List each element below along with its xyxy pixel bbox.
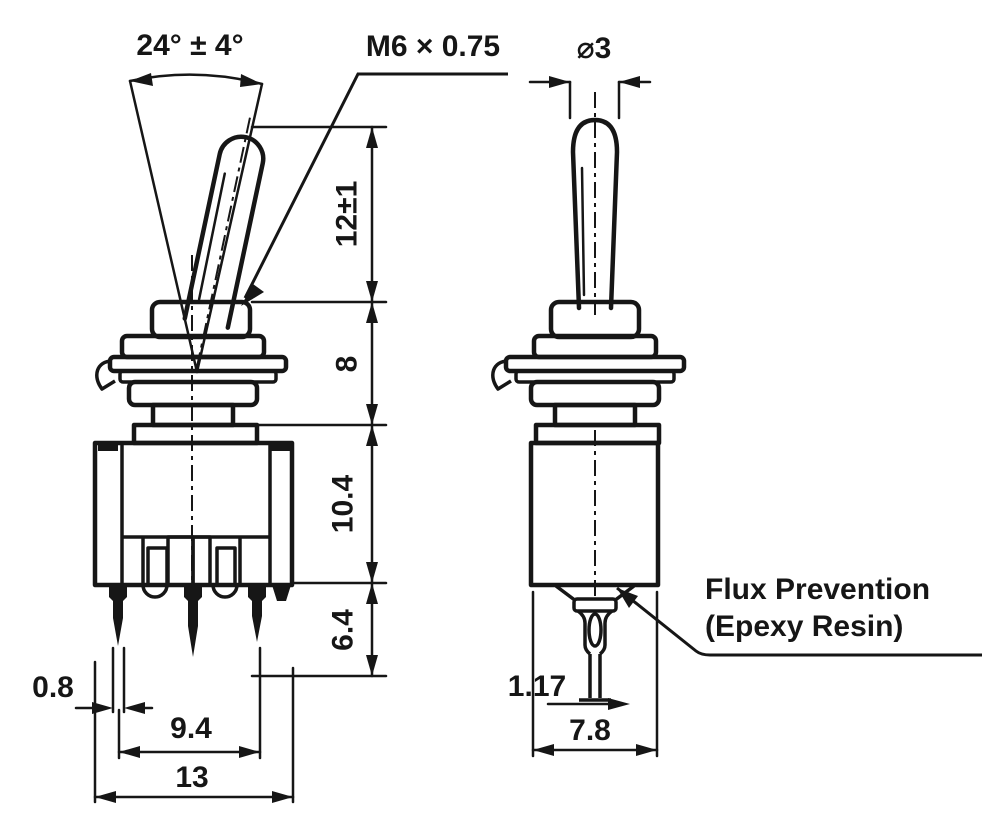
dim-body-depth: 7.8 <box>569 714 611 747</box>
lever-inner-line <box>197 172 227 301</box>
flux-leader-line <box>616 586 982 657</box>
thread-label: M6 × 0.75 <box>366 30 500 63</box>
lever-diameter-dimension: ⌀3 <box>528 32 652 120</box>
terminal-shoulder <box>572 597 618 613</box>
lever-front <box>182 117 266 373</box>
front-view: 24° ± 4° M6 × 0.75 <box>32 29 508 804</box>
dim-pin-thickness: 0.8 <box>32 671 74 704</box>
terminal-pin-side <box>588 654 602 698</box>
thread-callout: M6 × 0.75 <box>241 30 508 306</box>
thread-leader-line <box>243 72 508 299</box>
lever-inner-line-side <box>580 166 586 297</box>
angle-dimension: 24° ± 4° <box>128 29 264 374</box>
terminal-lug <box>576 609 614 656</box>
side-view: ⌀3 <box>491 32 982 758</box>
dim-body-height: 10.4 <box>327 474 360 533</box>
panel-nut-side <box>528 379 662 408</box>
angle-line-right <box>195 82 264 374</box>
dim-body-width: 13 <box>175 761 208 794</box>
washer-tab <box>95 359 116 391</box>
washer-side <box>503 354 687 374</box>
flux-note-line1: Flux Prevention <box>705 573 930 606</box>
standoff-right <box>211 584 239 599</box>
angle-arrow-left <box>130 73 153 86</box>
bushing-stack-side <box>491 299 687 446</box>
flux-note-line2: (Epexy Resin) <box>705 610 903 643</box>
dim-lever-length: 12±1 <box>331 181 364 248</box>
contact-block-4 <box>215 546 237 587</box>
contact-block-3 <box>191 535 212 587</box>
hex-nut <box>149 299 253 340</box>
pin-right <box>248 585 266 642</box>
dim-lever-diameter: ⌀3 <box>577 32 612 65</box>
vertical-dimension-chain: 12±1 8 10.4 6.4 <box>250 125 388 678</box>
lever-centerline <box>194 117 251 373</box>
washer-tab-side <box>491 359 512 391</box>
ext-lines-lever-dia <box>568 80 621 120</box>
body-tab-left <box>98 444 118 451</box>
dim-pin-length: 6.4 <box>327 609 360 651</box>
terminal-pins-front <box>109 585 266 657</box>
body-outline-side <box>528 440 661 588</box>
contact-block-1 <box>146 546 169 587</box>
standoff-left <box>141 584 169 599</box>
thread-leader-arrow <box>241 284 264 306</box>
body-top-plate <box>131 422 260 446</box>
ext-lines-pin-thickness <box>111 646 126 714</box>
switch-body-front <box>92 440 295 601</box>
lever-side <box>570 92 620 315</box>
body-top-plate-side <box>533 422 662 446</box>
flux-note: Flux Prevention (Epexy Resin) <box>616 573 982 657</box>
contact-block-2 <box>166 535 195 587</box>
contact-posts <box>141 537 242 585</box>
body-tab-right <box>270 444 290 451</box>
body-foot-right <box>272 585 291 601</box>
lever-outline <box>182 134 266 330</box>
dim-terminal-thickness: 1.17 <box>508 670 566 703</box>
bottom-dimensions-front: 0.8 9.4 13 <box>32 646 295 804</box>
pin-center <box>184 585 202 657</box>
bottom-dimensions-side: 1.17 7.8 <box>508 590 659 758</box>
dim-bushing-height: 8 <box>331 356 364 373</box>
angle-line-left <box>128 79 199 374</box>
bushing-neck-side <box>552 402 638 428</box>
dim-pin-span: 9.4 <box>170 712 212 745</box>
angle-arrow-right <box>240 74 262 87</box>
lever-outline-side <box>570 117 620 311</box>
angle-label: 24° ± 4° <box>136 29 243 62</box>
terminal-slot <box>587 612 603 648</box>
pin-left <box>109 585 127 646</box>
